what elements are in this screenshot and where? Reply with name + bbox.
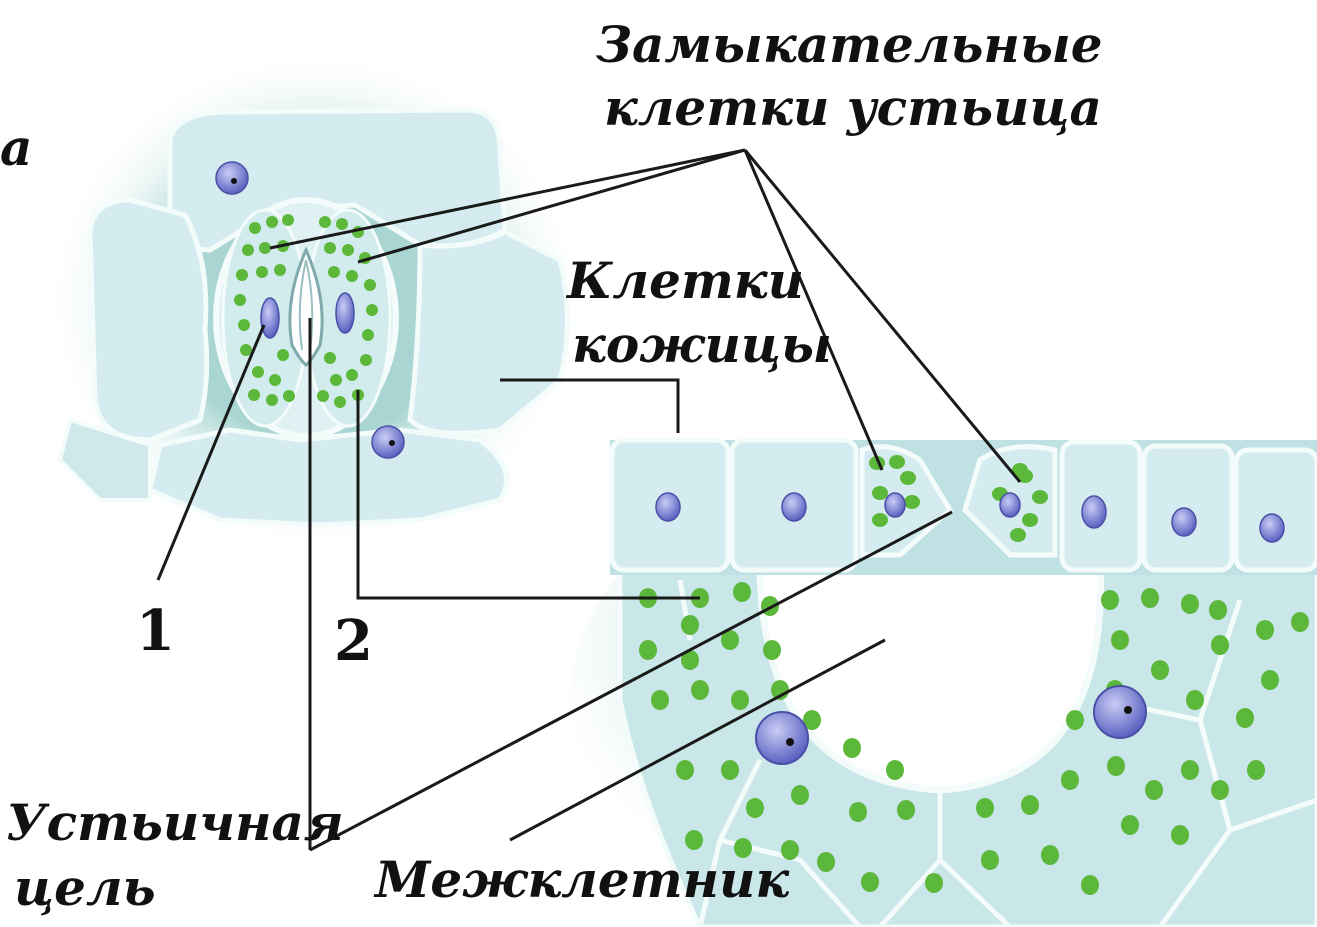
mesophyll-nucleus-left <box>756 712 808 764</box>
label-number-2: 2 <box>334 608 373 674</box>
label-stomatal-pore-line1: Устьичная <box>6 793 344 852</box>
label-guard-cells-line1: Замыкательные <box>596 15 1103 74</box>
epidermal-cell-lower <box>150 430 507 525</box>
guard-cell-left-nucleus <box>261 298 279 338</box>
epidermal-nucleolus-upper <box>231 178 237 184</box>
epidermal-cell-5 <box>1236 450 1317 570</box>
guard-cell-right-nucleus <box>336 293 354 333</box>
label-guard-cells-line2: клетки устьица <box>604 78 1102 137</box>
epidermal-nucleolus-lower <box>389 440 395 446</box>
label-edge-fragment: а <box>0 118 32 177</box>
epidermal-cell-left <box>90 200 207 440</box>
label-intercellular-space: Межклетник <box>373 850 790 909</box>
epidermal-nucleus-upper <box>216 162 248 194</box>
mesophyll-nucleolus-left <box>786 738 794 746</box>
label-epidermis-line2: кожицы <box>572 315 832 374</box>
label-epidermis-line1: Клетки <box>565 251 804 310</box>
label-stomatal-pore-line2: цель <box>14 858 156 917</box>
stoma-top-view <box>45 50 585 550</box>
mesophyll-nucleolus-right <box>1124 706 1132 714</box>
label-number-1: 1 <box>136 598 175 664</box>
mesophyll-nucleus-right <box>1094 686 1146 738</box>
epidermal-nucleus-lower <box>372 426 404 458</box>
